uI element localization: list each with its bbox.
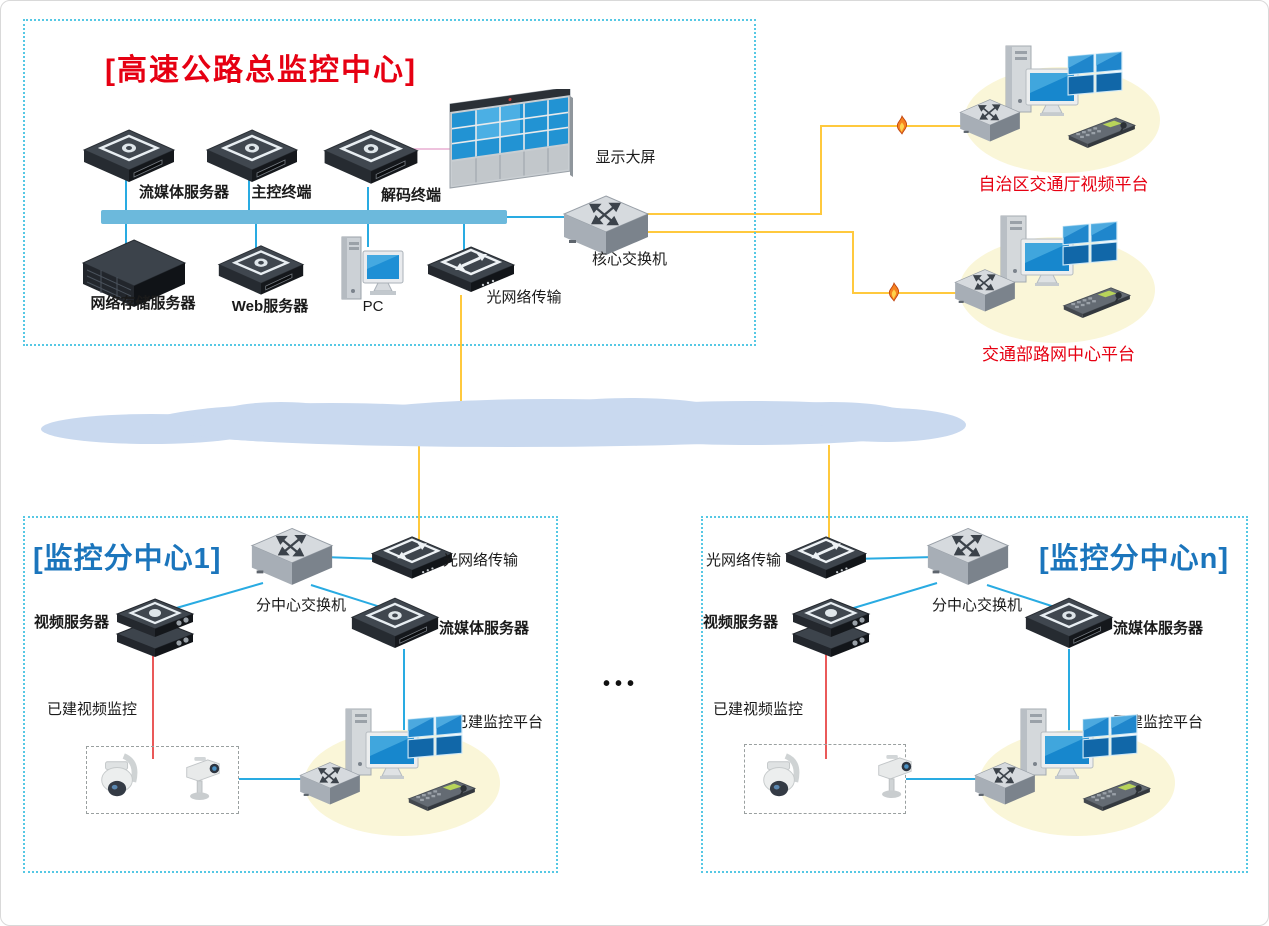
- sub-center-n-title: [监控分中心n]: [1039, 543, 1230, 575]
- switch-icon: [953, 267, 1017, 319]
- control-keyboard-icon: [400, 778, 478, 812]
- sub1-video-server-icon: [113, 597, 197, 665]
- more-sub-centers-ellipsis: •••: [603, 673, 640, 695]
- video-wall-icon: [1066, 49, 1124, 99]
- sub-center-1-title: [监控分中心1]: [33, 543, 222, 575]
- subn-existing-cameras-label: 已建视频监控: [713, 701, 804, 718]
- pc-label: PC: [362, 298, 384, 315]
- switch-icon: [973, 760, 1037, 812]
- sub1-streaming-server-icon: [349, 595, 441, 657]
- sub1-existing-platform-cluster: [304, 706, 504, 856]
- subn-optical-icon: [783, 535, 869, 587]
- sub1-existing-platform-label: 已建监控平台: [453, 714, 544, 731]
- platform-ministry-label: 交通部路网中心平台: [982, 345, 1135, 364]
- platform-region-cluster: [964, 43, 1164, 193]
- sub-center-1-box: [23, 516, 558, 873]
- sub1-video-server-label: 视频服务器: [34, 614, 110, 631]
- web-server-label: Web服务器: [231, 298, 309, 315]
- switch-icon: [958, 97, 1022, 149]
- video-wall-icon: [1081, 712, 1139, 762]
- sub-center-n-box: [701, 516, 1248, 873]
- decoder-terminal-icon: [321, 127, 421, 193]
- control-keyboard-icon: [1075, 778, 1153, 812]
- core-switch-label: 核心交换机: [591, 251, 667, 268]
- video-wall-icon: [1061, 219, 1119, 269]
- subn-existing-platform-cluster: [979, 706, 1179, 856]
- master-terminal-label: 主控终端: [251, 184, 312, 201]
- streaming-server-label: 流媒体服务器: [138, 184, 229, 201]
- main-center-title: [高速公路总监控中心]: [105, 54, 417, 87]
- sub1-switch-icon: [249, 525, 335, 595]
- sub1-optical-label: 光网络传输: [443, 552, 519, 569]
- platform-region-label: 自治区交通厅视频平台: [978, 175, 1149, 194]
- video-wall-icon: [406, 712, 464, 762]
- lan-bus-bar: [101, 210, 507, 224]
- subn-switch-icon: [925, 525, 1011, 595]
- dome-camera-icon: [95, 751, 141, 807]
- optical-transmission-label-main: 光网络传输: [486, 289, 562, 306]
- control-keyboard-icon: [1055, 285, 1133, 319]
- subn-streaming-server-label: 流媒体服务器: [1113, 620, 1204, 637]
- firewall-flame-icon-1: [894, 115, 910, 135]
- control-keyboard-icon: [1060, 115, 1138, 149]
- subn-optical-label: 光网络传输: [705, 552, 781, 569]
- wan-cloud: [41, 398, 966, 447]
- platform-ministry-cluster: [959, 213, 1159, 363]
- display-wall-icon: [447, 89, 575, 191]
- sub1-streaming-server-label: 流媒体服务器: [439, 620, 530, 637]
- master-terminal-icon: [204, 127, 300, 191]
- box-camera-icon: [181, 753, 223, 805]
- sub1-switch-label: 分中心交换机: [255, 597, 346, 614]
- storage-server-label: 网络存储服务器: [90, 295, 196, 312]
- display-wall-label: 显示大屏: [595, 149, 656, 166]
- streaming-server-icon: [81, 127, 177, 191]
- main-center-box: [23, 19, 756, 346]
- firewall-flame-icon-2: [886, 282, 902, 302]
- sub1-existing-cameras-label: 已建视频监控: [47, 701, 138, 718]
- decoder-terminal-label: 解码终端: [380, 187, 441, 204]
- sub1-camera-box: [86, 746, 239, 814]
- subn-switch-label: 分中心交换机: [931, 597, 1022, 614]
- subn-video-server-icon: [789, 597, 873, 665]
- switch-icon: [298, 760, 362, 812]
- dome-camera-icon: [757, 751, 803, 807]
- box-camera-icon: [873, 751, 915, 803]
- subn-video-server-label: 视频服务器: [703, 614, 779, 631]
- web-server-icon: [215, 243, 307, 303]
- subn-camera-box: [744, 744, 906, 814]
